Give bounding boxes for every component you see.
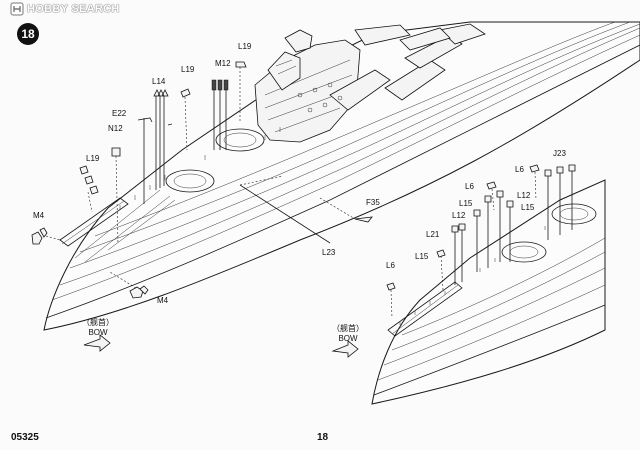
right-hull-view — [371, 179, 606, 405]
left-parts — [31, 61, 247, 352]
bow-right-chinese: （舰首） — [332, 324, 364, 333]
callout-m4-left: M4 — [33, 211, 45, 220]
bow-marker-left: （舰首） BOW — [76, 318, 120, 338]
step-number-badge: 18 — [17, 23, 39, 45]
callout-l19-low: L19 — [86, 154, 100, 163]
hobby-search-logo-icon — [10, 2, 24, 16]
callout-l6-top: L6 — [515, 165, 524, 174]
right-parts — [331, 164, 576, 358]
watermark-text: HOBBY SEARCH — [27, 3, 120, 15]
callout-l19-mid: L19 — [181, 65, 195, 74]
callout-m12: M12 — [215, 59, 231, 68]
callout-l12-b: L12 — [452, 211, 466, 220]
bow-marker-right: （舰首） BOW — [326, 324, 370, 344]
callout-l14: L14 — [152, 77, 166, 86]
callout-e22: E22 — [112, 109, 127, 118]
callout-n12: N12 — [108, 124, 123, 133]
callout-l15-b: L15 — [521, 203, 535, 212]
left-hull-view — [43, 21, 640, 331]
bow-left-chinese: （舰首） — [82, 318, 114, 327]
callout-j23: J23 — [553, 149, 566, 158]
callout-l15-c: L15 — [415, 252, 429, 261]
callout-l21: L21 — [426, 230, 440, 239]
footer-page-number: 18 — [317, 432, 329, 443]
callout-l19-top: L19 — [238, 42, 252, 51]
footer-kit-code: 05325 — [11, 432, 39, 443]
callout-l23: L23 — [322, 248, 336, 257]
right-hull-outline — [371, 179, 606, 405]
callout-m4-bottom: M4 — [157, 296, 169, 305]
callout-f35: F35 — [366, 198, 380, 207]
callout-l6-mid: L6 — [465, 182, 474, 191]
bow-right-english: BOW — [338, 334, 358, 343]
callout-l15-a: L15 — [459, 199, 473, 208]
left-hull-outline — [43, 21, 640, 331]
callout-l12-a: L12 — [517, 191, 531, 200]
bow-left-english: BOW — [88, 328, 108, 337]
watermark: HOBBY SEARCH — [10, 2, 120, 16]
callout-l6-low: L6 — [386, 261, 395, 270]
